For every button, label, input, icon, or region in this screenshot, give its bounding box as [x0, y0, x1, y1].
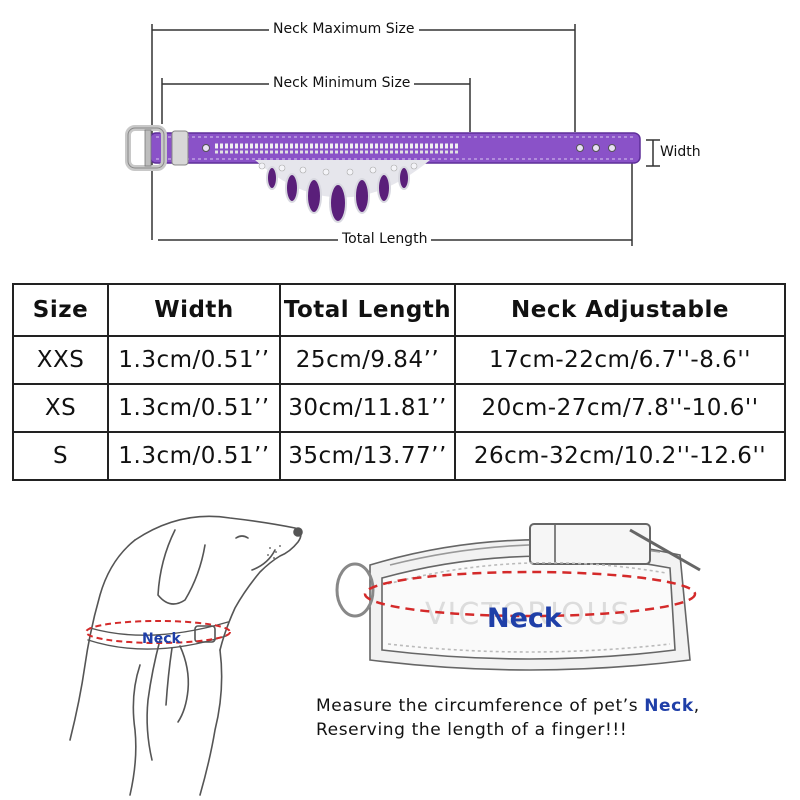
header-neck-adjustable: Neck Adjustable [454, 283, 786, 337]
cell-neck-adjustable: 20cm-27cm/7.8''-10.6'' [454, 383, 786, 433]
collar-neck-label: Neck [487, 603, 562, 634]
cell-neck-adjustable: 17cm-22cm/6.7''-8.6'' [454, 335, 786, 385]
cell-size: S [12, 431, 109, 481]
cell-neck-adjustable: 26cm-32cm/10.2''-12.6'' [454, 431, 786, 481]
cell-width: 1.3cm/0.51’’ [107, 383, 281, 433]
width-label: Width [658, 144, 703, 160]
header-total-length: Total Length [279, 283, 456, 337]
collar-dimension-diagram [125, 24, 660, 246]
header-size: Size [12, 283, 109, 337]
finger-instruction: Reserving the length of a finger!!! [316, 720, 628, 740]
table-header-row: Size Width Total Length Neck Adjustable [12, 283, 786, 337]
collar-brand-text: VICTORIOUS [425, 597, 632, 632]
dog-neck-illustration [69, 515, 303, 796]
cell-width: 1.3cm/0.51’’ [107, 431, 281, 481]
collar-closeup-illustration: VICTORIOUS [335, 523, 701, 671]
size-chart-table: Size Width Total Length Neck Adjustable … [12, 283, 786, 481]
neck-max-label: Neck Maximum Size [269, 21, 419, 37]
cell-width: 1.3cm/0.51’’ [107, 335, 281, 385]
cell-total-length: 30cm/11.81’’ [279, 383, 456, 433]
rhinestone-crown [255, 160, 430, 223]
header-width: Width [107, 283, 281, 337]
cell-size: XS [12, 383, 109, 433]
table-row: XXS 1.3cm/0.51’’ 25cm/9.84’’ 17cm-22cm/6… [12, 335, 786, 385]
total-length-label: Total Length [338, 231, 432, 247]
dog-neck-label: Neck [142, 631, 181, 647]
table-row: XS 1.3cm/0.51’’ 30cm/11.81’’ 20cm-27cm/7… [12, 383, 786, 433]
cell-total-length: 25cm/9.84’’ [279, 335, 456, 385]
neck-min-label: Neck Minimum Size [269, 75, 415, 91]
cell-size: XXS [12, 335, 109, 385]
cell-total-length: 35cm/13.77’’ [279, 431, 456, 481]
table-row: S 1.3cm/0.51’’ 35cm/13.77’’ 26cm-32cm/10… [12, 431, 786, 481]
measure-instruction: Measure the circumference of pet’s Neck, [316, 696, 700, 716]
